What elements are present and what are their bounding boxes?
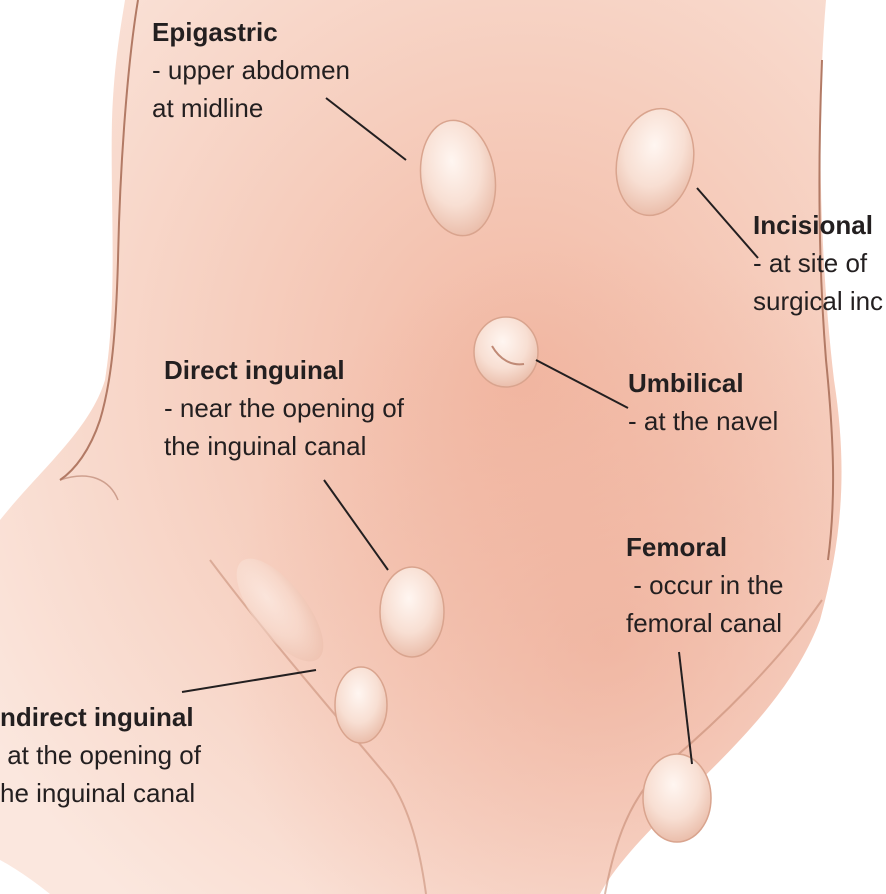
epigastric-hernia [419, 119, 497, 237]
umbilical-label: Umbilical - at the navel [628, 364, 778, 440]
indirect-inguinal-hernia [334, 666, 388, 744]
indirect-inguinal-desc-line-2: he inguinal canal [0, 778, 196, 808]
femoral-label: Femoral - occur in the femoral canal [626, 528, 784, 642]
umbilical-title: Umbilical [628, 368, 744, 398]
femoral-desc-line-1: - occur in the [626, 570, 784, 600]
left-hip-outline [59, 475, 119, 501]
direct-inguinal-title: Direct inguinal [164, 355, 345, 385]
direct-inguinal-desc-line-1: - near the opening of [164, 393, 404, 423]
incisional-desc-line-1: - at site of [753, 248, 868, 278]
femoral-hernia [642, 753, 712, 843]
indirect-inguinal-title: ndirect inguinal [0, 702, 194, 732]
incisional-label: Incisional - at site of surgical inc [753, 206, 883, 320]
direct-inguinal-label: Direct inguinal - near the opening of th… [164, 351, 404, 465]
incisional-title: Incisional [753, 210, 873, 240]
indirect-inguinal-leader-line [181, 669, 317, 693]
umbilical-hernia [473, 316, 539, 388]
incisional-hernia [615, 107, 695, 217]
indirect-inguinal-label: ndirect inguinal at the opening of he in… [0, 698, 201, 812]
torso-shading [0, 0, 842, 894]
right-flank-outline [818, 59, 835, 561]
epigastric-desc-line-1: - upper abdomen [152, 55, 351, 85]
umbilical-leader-line [535, 359, 629, 409]
direct-inguinal-hernia [379, 566, 445, 658]
leader-lines [181, 97, 759, 765]
femoral-desc-line-2: femoral canal [626, 608, 783, 638]
direct-inguinal-leader-line [323, 479, 389, 571]
incisional-desc-line-2: surgical inc [753, 286, 884, 316]
navel-crease [491, 345, 525, 366]
umbilical-desc-line-1: - at the navel [628, 406, 779, 436]
indirect-inguinal-desc-line-1: at the opening of [0, 740, 201, 770]
incisional-leader-line [696, 187, 759, 259]
epigastric-desc-line-2: at midline [152, 93, 264, 123]
left-flank-outline [59, 0, 139, 481]
epigastric-label: Epigastric - upper abdomen at midline [152, 13, 350, 127]
direct-inguinal-desc-line-2: the inguinal canal [164, 431, 367, 461]
femoral-leader-line [678, 651, 693, 765]
inguinal-canal-bulge [236, 558, 324, 662]
epigastric-title: Epigastric [152, 17, 278, 47]
epigastric-leader-line [325, 97, 407, 161]
femoral-title: Femoral [626, 532, 728, 562]
